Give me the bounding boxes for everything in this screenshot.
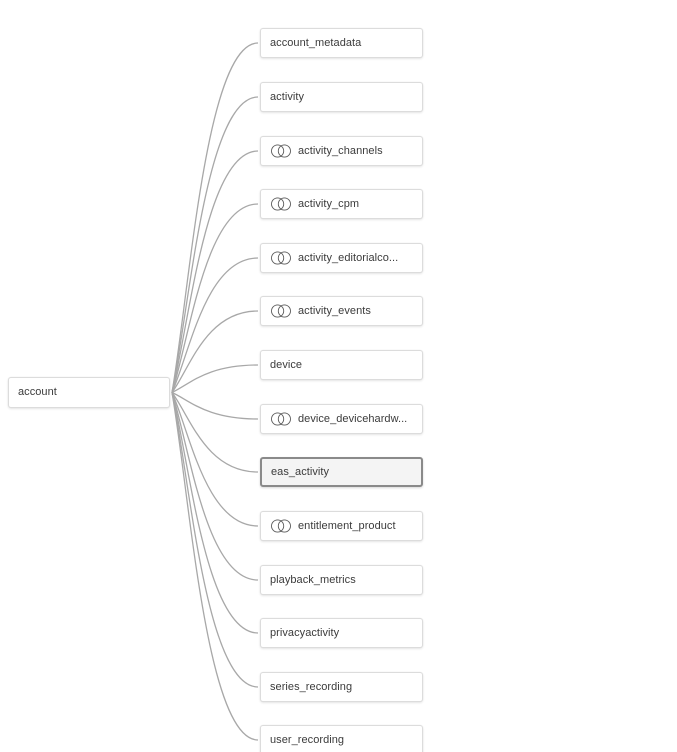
node-label: entitlement_product [298, 519, 396, 532]
node-label: activity_events [298, 304, 371, 317]
node-root-label: account [18, 386, 57, 398]
node-device-devicehardw[interactable]: device_devicehardw... [260, 404, 423, 434]
node-label: series_recording [270, 680, 353, 693]
edge-root-to-activity [171, 96, 259, 393]
node-account-metadata[interactable]: account_metadata [260, 28, 423, 58]
node-label: eas_activity [271, 465, 330, 478]
edge-root-to-playback-metrics [171, 392, 259, 581]
join-icon [271, 519, 291, 533]
node-label: activity_editorialco... [298, 251, 399, 264]
edge-root-to-eas-activity [171, 392, 259, 473]
edge-root-to-activity-events [171, 310, 259, 393]
node-privacyactivity[interactable]: privacyactivity [260, 618, 423, 648]
node-activity-events[interactable]: activity_events [260, 296, 423, 326]
node-series-recording[interactable]: series_recording [260, 672, 423, 702]
node-device[interactable]: device [260, 350, 423, 380]
join-icon [271, 412, 291, 426]
edge-root-to-privacyactivity [171, 392, 259, 634]
join-icon [271, 251, 291, 265]
node-user-recording[interactable]: user_recording [260, 725, 423, 752]
node-label: activity_channels [298, 144, 383, 157]
node-eas-activity[interactable]: eas_activity [260, 457, 423, 487]
node-label: account_metadata [270, 36, 362, 49]
edge-root-to-device-devicehardw [171, 391, 259, 420]
node-label: privacyactivity [270, 626, 340, 639]
edge-root-to-activity-cpm [171, 203, 259, 393]
edge-root-to-activity-editorialco [171, 257, 259, 393]
node-label: user_recording [270, 733, 345, 746]
node-activity[interactable]: activity [260, 82, 423, 112]
node-activity-editorialco[interactable]: activity_editorialco... [260, 243, 423, 273]
edge-root-to-user-recording [171, 392, 259, 741]
edge-root-to-entitlement-product [171, 392, 259, 527]
node-activity-channels[interactable]: activity_channels [260, 136, 423, 166]
edge-root-to-activity-channels [171, 150, 259, 393]
node-label: device_devicehardw... [298, 412, 408, 425]
join-icon [271, 304, 291, 318]
edge-root-to-account-metadata [171, 42, 259, 393]
edge-root-to-device [171, 364, 259, 394]
node-label: activity_cpm [298, 197, 360, 210]
node-entitlement-product[interactable]: entitlement_product [260, 511, 423, 541]
join-icon [271, 144, 291, 158]
node-activity-cpm[interactable]: activity_cpm [260, 189, 423, 219]
node-label: device [270, 358, 303, 371]
node-root[interactable]: account [8, 377, 170, 408]
join-icon [271, 197, 291, 211]
node-playback-metrics[interactable]: playback_metrics [260, 565, 423, 595]
node-label: activity [270, 90, 305, 103]
node-label: playback_metrics [270, 573, 356, 586]
edge-root-to-series-recording [171, 392, 259, 688]
